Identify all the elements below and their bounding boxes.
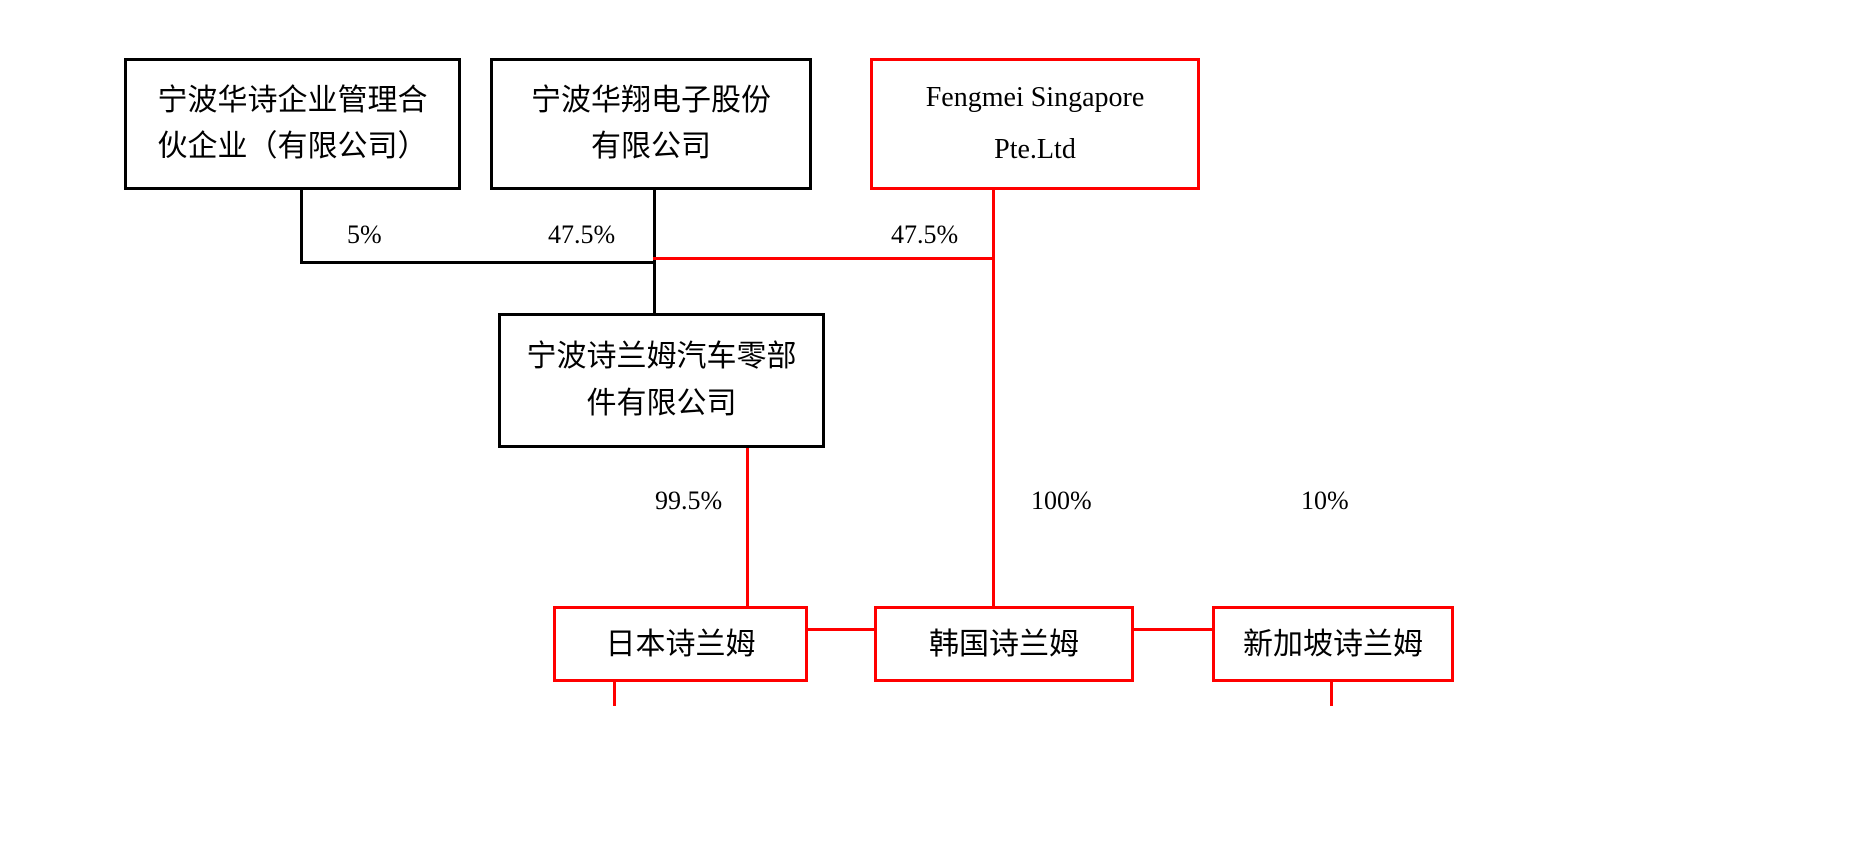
node-korea-shilanmu-label: 韩国诗兰姆 [929,627,1079,661]
node-fengmei-singapore[interactable]: Fengmei Singapore Pte.Ltd [870,58,1200,190]
node-huaxiang-electronics[interactable]: 宁波华翔电子股份 有限公司 [490,58,812,190]
pct-huashi-to-ningbo: 5% [347,220,382,249]
node-singapore-shilanmu[interactable]: 新加坡诗兰姆 [1212,606,1454,682]
node-fengmei-singapore-label: Fengmei Singapore Pte.Ltd [925,82,1145,165]
node-ningbo-shilanmu[interactable]: 宁波诗兰姆汽车零部 件有限公司 [498,313,825,448]
edge-huaxiang-drop [653,190,656,315]
pct-ningbo-to-japan: 99.5% [655,486,723,515]
pct-fengmei-to-ningbo: 47.5% [891,220,959,249]
node-huashi-partnership[interactable]: 宁波华诗企业管理合 伙企业（有限公司） [124,58,461,190]
node-japan-shilanmu-label: 日本诗兰姆 [605,627,756,661]
node-japan-shilanmu[interactable]: 日本诗兰姆 [553,606,808,682]
edge-fengmei-to-ningbo-drop [992,190,995,260]
edge-fengmei-trunk [992,257,995,630]
edge-ningbo-to-japan-drop [746,448,749,630]
node-ningbo-shilanmu-label: 宁波诗兰姆汽车零部 件有限公司 [526,340,797,420]
node-korea-shilanmu[interactable]: 韩国诗兰姆 [874,606,1134,682]
node-singapore-shilanmu-label: 新加坡诗兰姆 [1243,627,1423,661]
pct-fengmei-to-singapore: 10% [1301,486,1349,515]
edge-huashi-run [300,261,655,264]
edge-fengmei-to-ningbo-run [653,257,995,260]
node-huaxiang-electronics-label: 宁波华翔电子股份 有限公司 [531,83,771,164]
node-huashi-partnership-label: 宁波华诗企业管理合 伙企业（有限公司） [157,83,428,164]
edge-huashi-drop [300,190,303,264]
pct-fengmei-to-korea: 100% [1031,486,1092,515]
pct-huaxiang-to-ningbo: 47.5% [548,220,616,249]
